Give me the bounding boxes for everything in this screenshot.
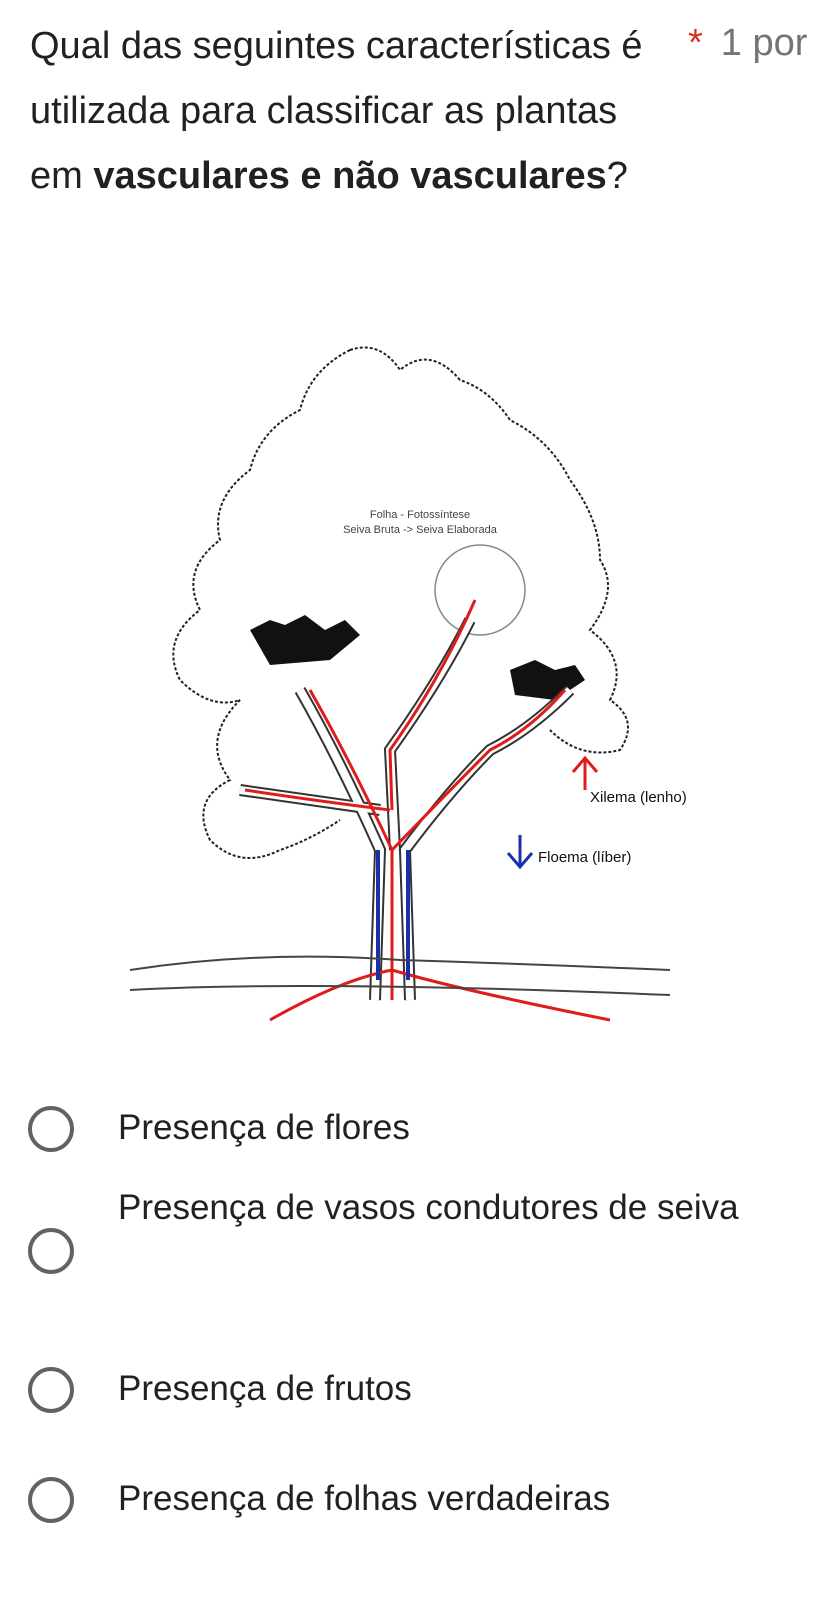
option-label: Presença de flores — [118, 1108, 410, 1147]
label-xylem: Xilema (lenho) — [590, 789, 687, 806]
label-leaf: Folha - Fotossíntese — [370, 509, 470, 521]
option-vasos-condutores[interactable]: Presença de vasos condutores de seiva — [28, 1188, 739, 1274]
option-presenca-de-flores[interactable]: Presença de flores — [28, 1106, 410, 1152]
question-title: Qual das seguintes características é uti… — [30, 14, 650, 209]
radio-button[interactable] — [28, 1106, 74, 1152]
label-phloem: Floema (líber) — [538, 849, 631, 866]
option-folhas-verdadeiras[interactable]: Presença de folhas verdadeiras — [28, 1477, 610, 1523]
option-label: Presença de folhas verdadeiras — [118, 1479, 611, 1518]
required-asterisk: * — [688, 22, 703, 64]
xylem-vessels — [244, 599, 611, 1022]
radio-button[interactable] — [28, 1228, 74, 1274]
question-points: * 1 por — [688, 18, 807, 68]
phloem-arrow-icon — [506, 835, 534, 870]
points-label: 1 por — [720, 22, 808, 64]
option-presenca-de-frutos[interactable]: Presença de frutos — [28, 1367, 412, 1413]
foliage-clump — [250, 615, 585, 700]
label-sap: Seiva Bruta -> Seiva Elaborada — [343, 524, 498, 536]
option-label: Presença de vasos condutores de seiva — [118, 1188, 739, 1227]
question-title-bold: vasculares e não vasculares — [93, 155, 607, 197]
question-title-suffix: ? — [606, 155, 628, 197]
option-label: Presença de frutos — [118, 1369, 412, 1408]
radio-button[interactable] — [28, 1477, 74, 1523]
ground-line — [129, 955, 671, 996]
xylem-arrow-icon — [571, 755, 599, 790]
radio-button[interactable] — [28, 1367, 74, 1413]
tree-vascular-diagram: Folha - Fotossíntese Seiva Bruta -> Seiv… — [129, 346, 687, 1022]
question-title-text: Qual das seguintes características é uti… — [30, 25, 643, 197]
tree-crown-outline — [172, 346, 629, 859]
leaf-outline — [434, 544, 526, 636]
